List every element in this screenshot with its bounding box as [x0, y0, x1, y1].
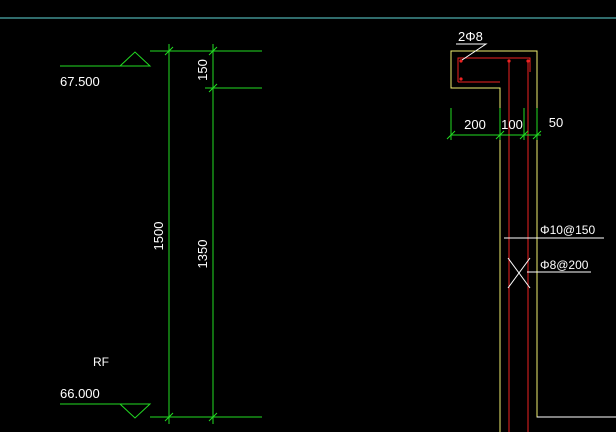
- horizontal-bars-label: Φ8@200: [540, 258, 589, 272]
- elevation-label-top: 67.500: [60, 74, 100, 89]
- cross-section-icon: [507, 257, 531, 289]
- top-bars-leader: [456, 43, 488, 61]
- top-bars-label: 2Φ8: [458, 29, 483, 44]
- triangle-marker-icon: [118, 51, 152, 67]
- dim-text-lower: 1350: [195, 240, 210, 269]
- vertical-bars-label: Φ10@150: [540, 223, 595, 237]
- dim-tick: [208, 46, 218, 56]
- rebar-dot-icon: [459, 77, 463, 81]
- dim-tick: [532, 130, 542, 140]
- dim-tick: [446, 130, 456, 140]
- width-label-a: 200: [464, 117, 486, 132]
- rebar-dot-icon: [526, 59, 530, 63]
- dim-tick: [164, 46, 174, 56]
- dim-tick: [495, 130, 505, 140]
- parapet-section[interactable]: 2Φ8 200 100 50 Φ10@150 Φ8@200: [446, 29, 616, 432]
- elevation-marker-top: 67.500: [60, 51, 152, 89]
- dim-text-overall: 1500: [151, 222, 166, 251]
- dim-tick: [208, 412, 218, 422]
- rebar-dot-icon: [459, 59, 463, 63]
- vertical-dimension-chain: 1500 150 1350: [150, 44, 262, 424]
- width-label-b: 100: [501, 117, 523, 132]
- triangle-marker-icon: [118, 403, 152, 419]
- top-rebar: [457, 57, 531, 82]
- width-label-c: 50: [549, 115, 563, 130]
- dim-tick: [164, 412, 174, 422]
- rebar-dot-icon: [507, 59, 511, 63]
- elevation-label-bottom: 66.000: [60, 386, 100, 401]
- floor-label: RF: [93, 355, 109, 369]
- dim-tick: [208, 83, 218, 93]
- dim-text-upper: 150: [195, 59, 210, 81]
- concrete-outline: [450, 50, 616, 432]
- elevation-marker-bottom: 66.000 RF: [60, 355, 152, 419]
- dim-tick: [519, 130, 529, 140]
